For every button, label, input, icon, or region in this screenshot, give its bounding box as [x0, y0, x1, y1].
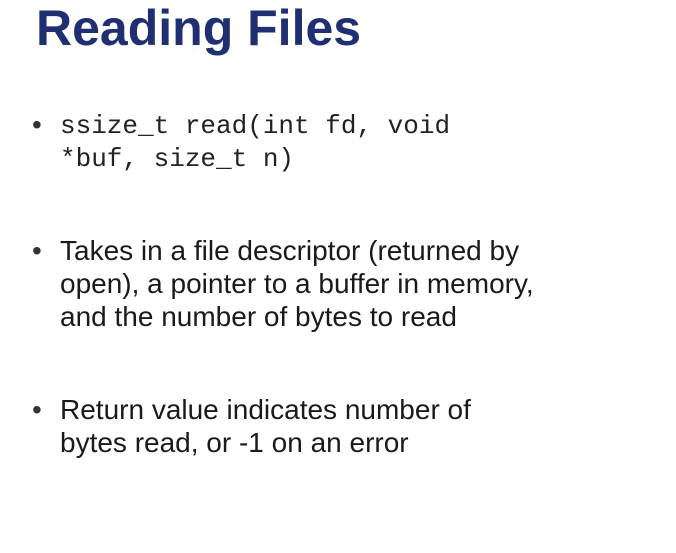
bullet-dot-icon: • [32, 109, 42, 140]
bullet-text: Return value indicates number of bytes r… [60, 394, 471, 458]
bullet-list: • ssize_t read(int fd, void *buf, size_t… [28, 109, 648, 459]
bullet-item-description: • Takes in a file descriptor (returned b… [28, 234, 648, 333]
bullet-text: Takes in a file descriptor (returned by … [60, 235, 534, 332]
bullet-dot-icon: • [32, 235, 42, 266]
slide-title: Reading Files [36, 0, 362, 56]
bullet-dot-icon: • [32, 394, 42, 425]
bullet-item-read-signature: • ssize_t read(int fd, void *buf, size_t… [28, 109, 648, 176]
bullet-item-return-value: • Return value indicates number of bytes… [28, 393, 648, 459]
bullet-code-text: ssize_t read(int fd, void *buf, size_t n… [60, 111, 466, 174]
